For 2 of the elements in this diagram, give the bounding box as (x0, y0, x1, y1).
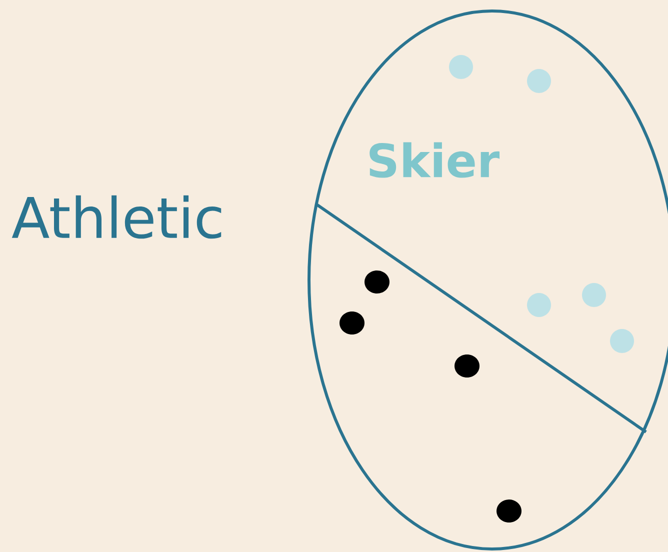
category-label: Athletic (12, 195, 222, 239)
region-label: Skier (370, 142, 500, 178)
